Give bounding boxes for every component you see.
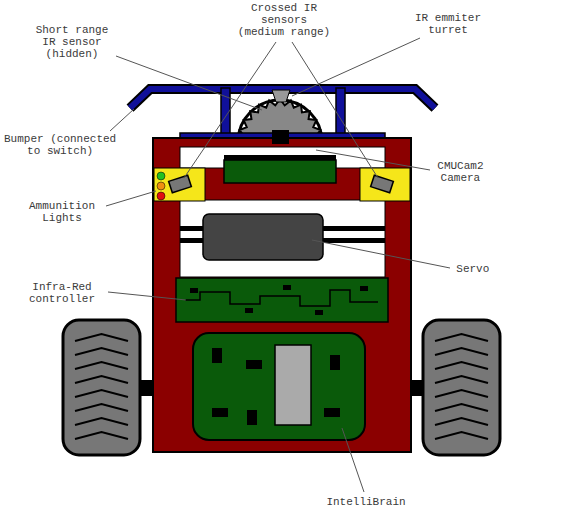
wheel <box>63 320 154 455</box>
callout-label: Infra-Red controller <box>26 281 99 305</box>
callout-label: Servo <box>453 263 493 275</box>
tread <box>435 418 488 425</box>
tread <box>75 376 128 383</box>
ammunition-lights <box>157 172 165 200</box>
tread <box>75 418 128 425</box>
callout-label: IntelliBrain <box>323 496 409 508</box>
tread <box>75 432 128 439</box>
tread <box>75 362 128 369</box>
camera <box>224 130 336 183</box>
tread <box>75 404 128 411</box>
tread <box>435 362 488 369</box>
wheel <box>410 320 500 455</box>
tread <box>75 334 128 341</box>
tread <box>75 348 128 355</box>
ir-controller <box>176 278 388 322</box>
intellibrain-board <box>193 333 365 440</box>
callout-label: Ammunition Lights <box>29 200 95 224</box>
leader-line <box>106 38 450 492</box>
tread <box>435 348 488 355</box>
tread <box>75 334 488 439</box>
callout-label: Bumper (connected to switch) <box>4 133 116 157</box>
tread <box>435 404 488 411</box>
tread <box>75 390 128 397</box>
callout-label: IR emmiter turret <box>412 12 485 36</box>
callout-label: CMUCam2 Camera <box>434 160 487 184</box>
tread <box>435 334 488 341</box>
servo <box>180 214 385 260</box>
emitter-turret <box>272 90 290 102</box>
callout-label: Short range IR sensor (hidden) <box>32 24 111 60</box>
tread <box>435 390 488 397</box>
tread <box>435 432 488 439</box>
tread <box>435 376 488 383</box>
chassis <box>153 138 411 452</box>
callout-label: Crossed IR sensors (medium range) <box>238 2 330 38</box>
